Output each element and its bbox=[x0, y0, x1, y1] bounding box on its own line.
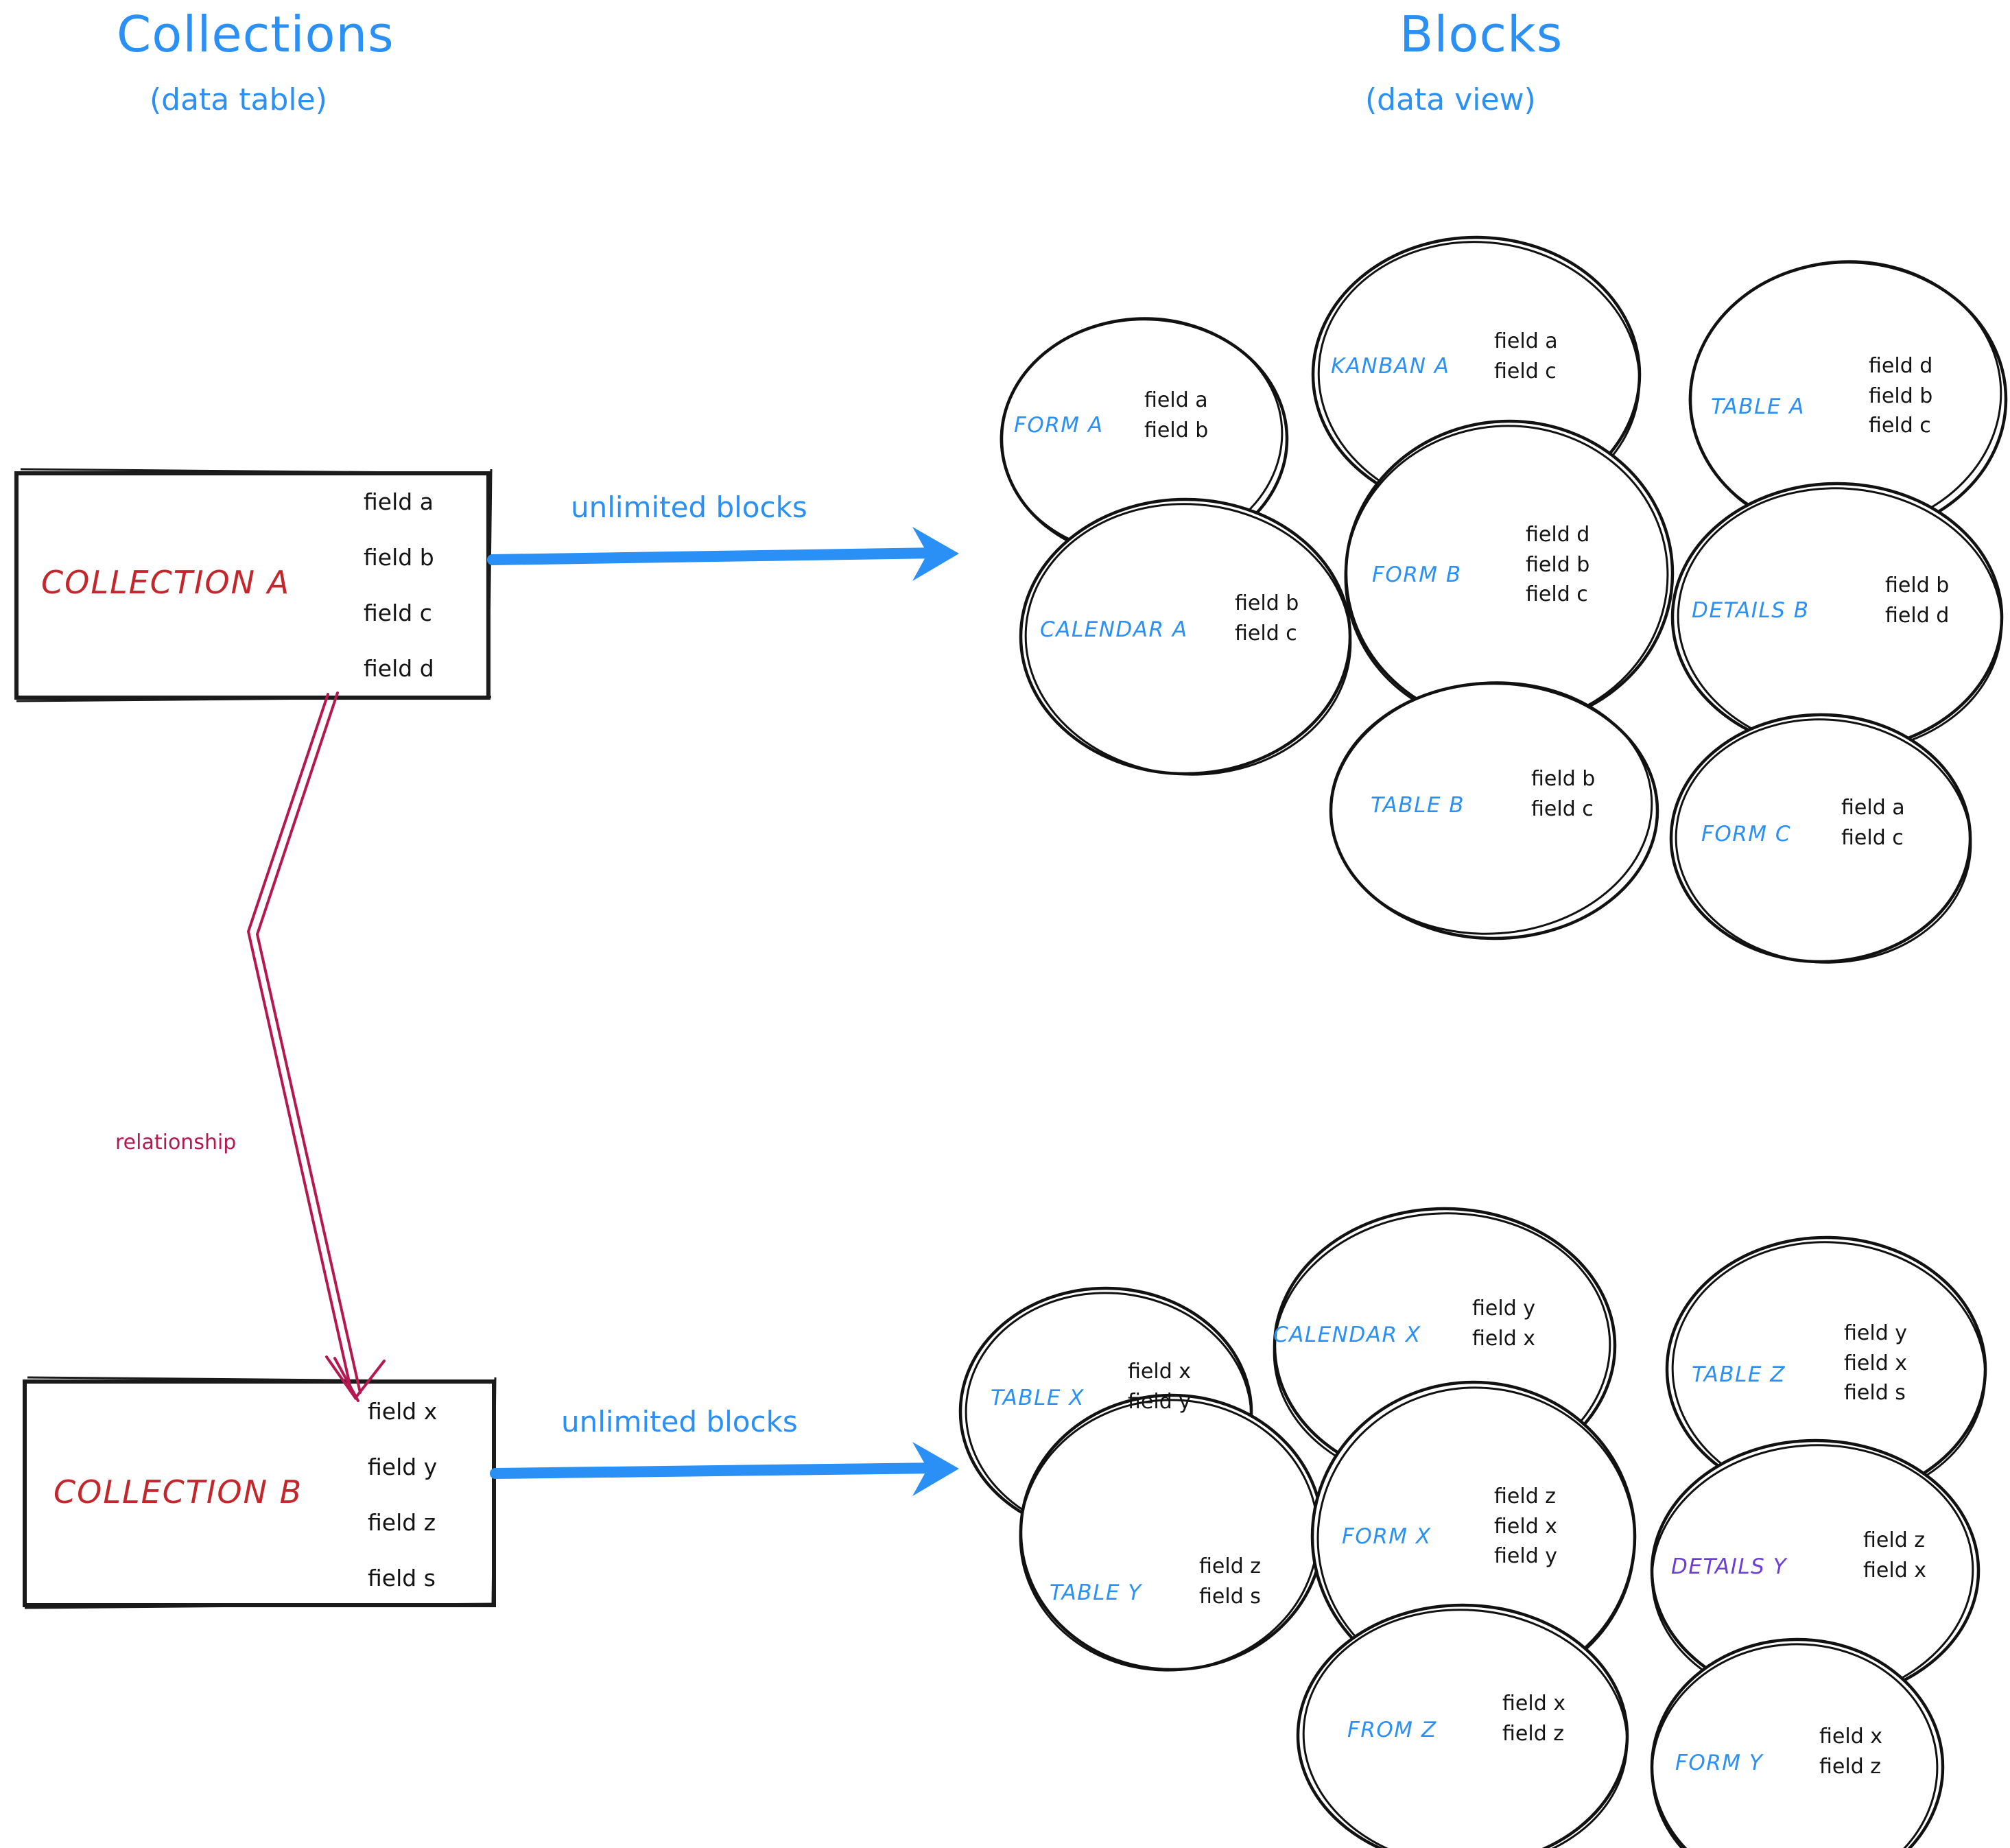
relationship-label: relationship bbox=[115, 1130, 237, 1154]
block-table-a-name: TABLE A bbox=[1711, 394, 1805, 419]
block-details-b-fields: field b field d bbox=[1885, 573, 1950, 628]
collections-title: Collections bbox=[117, 5, 394, 63]
block-table-x-name: TABLE X bbox=[991, 1386, 1085, 1410]
block-table-b-name: TABLE B bbox=[1371, 793, 1465, 818]
block-table-z-fields: field y field x field s bbox=[1844, 1321, 1908, 1405]
unlimited-blocks-label-a: unlimited blocks bbox=[571, 490, 807, 524]
block-from-z-fields: field x field z bbox=[1502, 1692, 1566, 1746]
collection-b-field-1: field y bbox=[368, 1454, 438, 1480]
collection-a-field-3: field d bbox=[364, 655, 434, 682]
block-table-z-name: TABLE Z bbox=[1692, 1362, 1786, 1387]
block-table-y-name: TABLE Y bbox=[1050, 1580, 1142, 1605]
relationship-connector bbox=[246, 691, 386, 1402]
block-kanban-a-fields: field a field c bbox=[1494, 329, 1558, 383]
unlimited-blocks-label-b: unlimited blocks bbox=[561, 1405, 798, 1438]
block-form-y-name: FORM Y bbox=[1675, 1751, 1764, 1775]
block-table-b-fields: field b field c bbox=[1531, 767, 1596, 821]
block-calendar-a-fields: field b field c bbox=[1235, 591, 1299, 645]
block-details-y-fields: field z field x bbox=[1863, 1528, 1927, 1583]
block-from-z-name: FROM Z bbox=[1347, 1718, 1437, 1742]
block-table-y-fields: field z field s bbox=[1199, 1554, 1262, 1609]
collection-a-field-0: field a bbox=[364, 488, 434, 515]
collection-b-field-3: field s bbox=[368, 1565, 436, 1591]
collections-subtitle: (data table) bbox=[150, 82, 327, 117]
block-table-a-fields: field d field b field c bbox=[1869, 354, 1933, 438]
block-form-c-name: FORM C bbox=[1701, 822, 1792, 846]
collection-a-name: COLLECTION A bbox=[41, 564, 291, 601]
block-table-x-fields: field x field y bbox=[1128, 1360, 1192, 1414]
collection-a-field-1: field b bbox=[364, 544, 434, 571]
unlimited-blocks-arrow-a bbox=[487, 527, 959, 581]
block-details-y-name: DETAILS Y bbox=[1671, 1554, 1788, 1579]
block-calendar-x-fields: field y field x bbox=[1472, 1296, 1536, 1351]
block-form-x-name: FORM X bbox=[1342, 1524, 1432, 1549]
block-form-x-fields: field z field x field y bbox=[1494, 1484, 1558, 1568]
block-form-b-fields: field d field b field c bbox=[1526, 523, 1590, 606]
collection-b-field-2: field z bbox=[368, 1509, 436, 1536]
block-form-y-fields: field x field z bbox=[1819, 1725, 1883, 1779]
unlimited-blocks-arrow-b bbox=[490, 1442, 959, 1496]
block-form-a-fields: field a field b bbox=[1144, 388, 1209, 442]
block-form-a-name: FORM A bbox=[1014, 413, 1104, 438]
blocks-title: Blocks bbox=[1399, 5, 1563, 63]
block-form-c-fields: field a field c bbox=[1841, 796, 1905, 850]
block-calendar-x-name: CALENDAR X bbox=[1273, 1323, 1421, 1347]
blocks-subtitle: (data view) bbox=[1365, 82, 1536, 117]
collection-a-field-2: field c bbox=[364, 600, 432, 626]
block-kanban-a-name: KANBAN A bbox=[1331, 354, 1450, 379]
collection-b-field-0: field x bbox=[368, 1398, 438, 1425]
collection-b-name: COLLECTION B bbox=[54, 1473, 303, 1511]
block-details-b-name: DETAILS B bbox=[1692, 598, 1810, 623]
block-form-b-name: FORM B bbox=[1372, 562, 1462, 587]
block-calendar-a-name: CALENDAR A bbox=[1040, 617, 1188, 642]
